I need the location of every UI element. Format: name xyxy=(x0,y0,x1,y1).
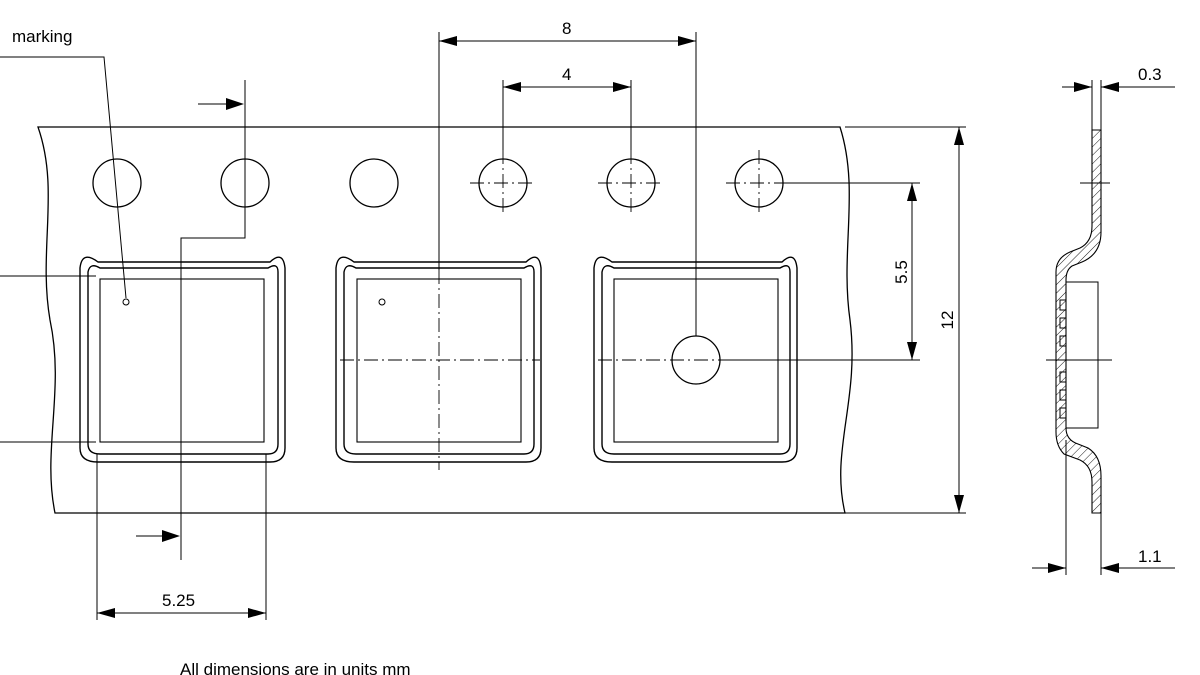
sprocket-holes xyxy=(92,158,784,208)
side-section-view xyxy=(1046,129,1112,514)
dim-5-5-label: 5.5 xyxy=(892,260,911,284)
hole-centerlines xyxy=(470,150,792,216)
dim-8-label: 8 xyxy=(562,19,571,38)
component-leads xyxy=(1059,281,1099,429)
marking-callout: marking xyxy=(0,27,127,299)
dim-pitch-8: 8 xyxy=(438,19,697,336)
dim-1-1-label: 1.1 xyxy=(1138,547,1162,566)
dim-12-label: 12 xyxy=(938,311,957,330)
pocket-centerlines xyxy=(180,270,800,560)
pocket-1 xyxy=(79,256,286,463)
dim-0-3-label: 0.3 xyxy=(1138,65,1162,84)
dim-5-25-label: 5.25 xyxy=(162,591,195,610)
units-note: All dimensions are in units mm xyxy=(180,660,411,675)
dim-5-25: 5.25 xyxy=(96,454,267,620)
sprocket-hole xyxy=(349,158,399,208)
dim-0-3: 0.3 xyxy=(1062,65,1175,130)
dim-pitch-4: 4 xyxy=(502,65,632,150)
tape-outline xyxy=(37,126,853,514)
dim-1-1: 1.1 xyxy=(1032,440,1175,575)
pin1-marker xyxy=(378,298,386,306)
dim-12: 12 xyxy=(845,126,966,514)
section-line xyxy=(136,80,246,560)
dim-4-label: 4 xyxy=(562,65,571,84)
left-extensions xyxy=(0,275,96,443)
marking-label: marking xyxy=(12,27,72,46)
pin1-marker xyxy=(122,298,130,306)
dim-5-5: 5.5 xyxy=(720,182,920,361)
sprocket-hole xyxy=(92,158,142,208)
